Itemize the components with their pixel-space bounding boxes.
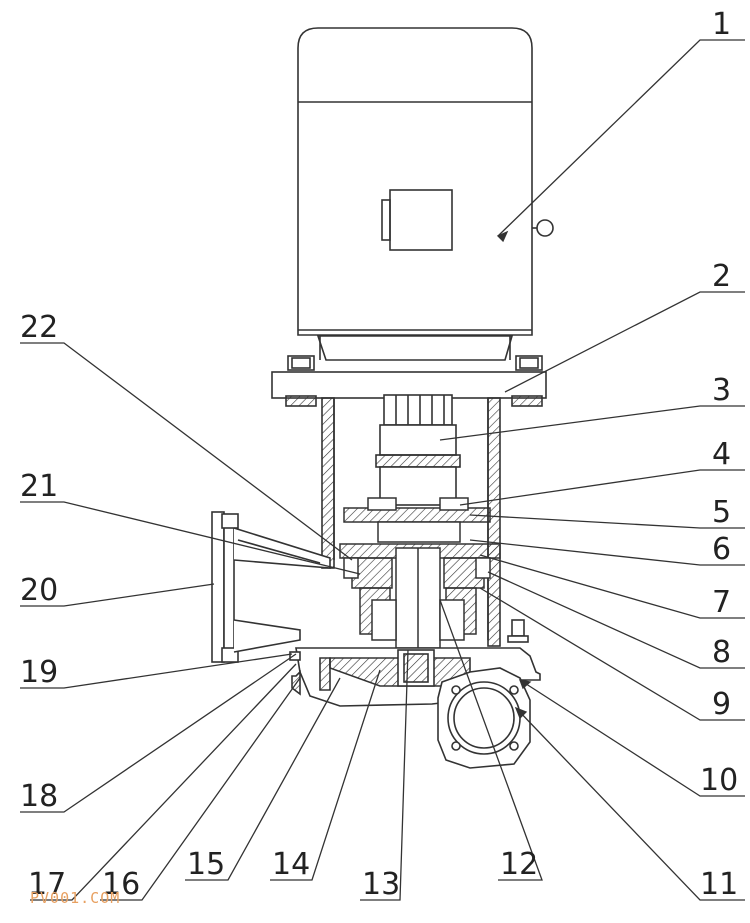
outlet-flange: [437, 667, 531, 769]
watermark: PV001.COM: [30, 889, 121, 907]
part-label-11: 11: [700, 867, 738, 902]
part-label-13: 13: [362, 867, 400, 902]
part-labels: 1 2 3 4 5 6 7 8 9 10 11 12 13 14 15 16 1…: [20, 7, 738, 902]
part-label-17: 17: [28, 867, 66, 902]
part-label-5: 5: [712, 495, 731, 530]
part-label-19: 19: [20, 655, 58, 690]
part-label-14: 14: [272, 847, 310, 882]
part-label-22: 22: [20, 310, 58, 345]
motor: [297, 27, 554, 361]
part-label-18: 18: [20, 779, 58, 814]
part-label-21: 21: [20, 469, 58, 504]
part-label-15: 15: [187, 847, 225, 882]
part-label-12: 12: [500, 847, 538, 882]
coupling: [375, 394, 461, 506]
leader-lines: [20, 39, 745, 901]
part-label-20: 20: [20, 573, 58, 608]
part-label-2: 2: [712, 259, 731, 294]
part-label-4: 4: [712, 437, 731, 472]
part-label-6: 6: [712, 532, 731, 567]
part-label-16: 16: [102, 867, 140, 902]
part-label-7: 7: [712, 585, 731, 620]
part-label-9: 9: [712, 687, 731, 722]
part-label-1: 1: [712, 7, 731, 42]
inlet-pipe: [211, 511, 331, 663]
part-label-3: 3: [712, 373, 731, 408]
part-label-8: 8: [712, 635, 731, 670]
seal-assembly: [339, 497, 501, 649]
part-label-10: 10: [700, 763, 738, 798]
